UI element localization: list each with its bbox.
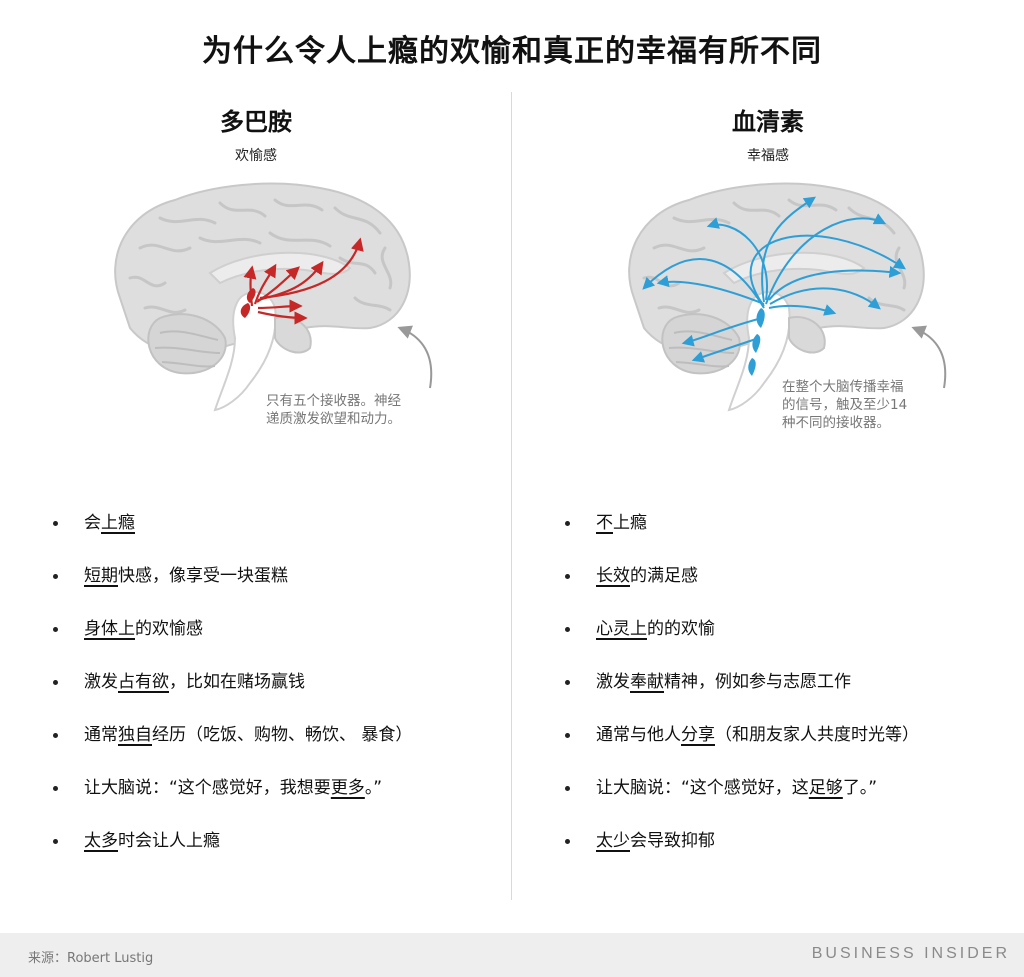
item-emphasis: 奉献	[630, 672, 664, 692]
bullet	[53, 680, 58, 685]
bullet	[53, 627, 58, 632]
brain-shape	[628, 182, 925, 412]
item-text: 了。”	[842, 778, 878, 798]
serotonin-column: 血清素 幸福感	[512, 0, 1024, 930]
dopamine-note: 只有五个接收器。神经 递质激发欲望和动力。	[266, 392, 401, 428]
bullet	[565, 521, 570, 526]
list-item: 让大脑说：“这个感觉好，我想要更多。”	[50, 773, 412, 826]
item-emphasis: 不	[596, 513, 613, 533]
dopamine-list: 会上瘾 短期快感，像享受一块蛋糕 身体上的欢愉感 激发占有欲，比如在赌场赢钱 通…	[50, 508, 412, 879]
list-item: 太少会导致抑郁	[562, 826, 919, 879]
item-emphasis: 上瘾	[101, 513, 135, 533]
bullet	[53, 733, 58, 738]
column-divider	[511, 92, 512, 900]
item-emphasis: 身体上	[84, 619, 135, 639]
item-text: 激发	[596, 672, 630, 692]
list-item: 让大脑说：“这个感觉好，这足够了。”	[562, 773, 919, 826]
list-item: 身体上的欢愉感	[50, 614, 412, 667]
item-emphasis: 分享	[681, 725, 715, 745]
bullet	[53, 574, 58, 579]
item-emphasis: 占有欲	[118, 672, 169, 692]
dopamine-subheading: 欢愉感	[235, 148, 277, 164]
dopamine-heading: 多巴胺	[220, 108, 292, 136]
brain-shape	[114, 182, 411, 412]
item-emphasis: 更多	[330, 778, 365, 798]
note-line: 只有五个接收器。神经	[266, 393, 401, 409]
item-text: ，比如在赌场赢钱	[169, 672, 305, 692]
serotonin-brain-illustration	[628, 182, 947, 412]
brand-logo: BUSINESS INSIDER	[811, 945, 1010, 962]
serotonin-list: 不上瘾 长效的满足感 心灵上的的欢愉 激发奉献精神，例如参与志愿工作 通常与他人…	[562, 508, 919, 879]
list-item: 不上瘾	[562, 508, 919, 561]
bullet	[565, 733, 570, 738]
bullet	[565, 574, 570, 579]
bullet	[565, 786, 570, 791]
item-emphasis: 太多	[84, 831, 118, 851]
list-item: 激发占有欲，比如在赌场赢钱	[50, 667, 412, 720]
callout-arrow	[911, 325, 947, 389]
list-item: 长效的满足感	[562, 561, 919, 614]
source-credit: 来源：Robert Lustig	[28, 951, 154, 966]
item-text: 会导致抑郁	[630, 831, 715, 851]
list-item: 通常独自经历（吃饭、购物、畅饮、 暴食）	[50, 720, 412, 773]
item-emphasis: 太少	[596, 831, 630, 851]
dopamine-brain-illustration	[114, 182, 433, 412]
serotonin-heading: 血清素	[732, 108, 804, 136]
note-line: 递质激发欲望和动力。	[266, 411, 401, 427]
item-text: 会	[84, 513, 101, 533]
dopamine-column: 多巴胺 欢愉感	[0, 0, 512, 930]
list-item: 短期快感，像享受一块蛋糕	[50, 561, 412, 614]
item-text: 激发	[84, 672, 118, 692]
bullet	[565, 627, 570, 632]
item-text: 让大脑说：“这个感觉好，这	[596, 778, 809, 798]
bullet	[53, 786, 58, 791]
item-text: 时会让人上瘾	[118, 831, 220, 851]
list-item: 太多时会让人上瘾	[50, 826, 412, 879]
item-emphasis: 心灵上	[596, 619, 647, 639]
item-text: 。”	[364, 778, 383, 798]
item-text: 上瘾	[613, 513, 647, 533]
bullet	[53, 521, 58, 526]
item-text: 经历（吃饭、购物、畅饮、 暴食）	[152, 725, 413, 745]
item-text: 通常与他人	[596, 725, 681, 745]
item-text: 的欢愉感	[135, 619, 203, 639]
item-emphasis: 短期	[84, 566, 118, 586]
note-line: 种不同的接收器。	[782, 415, 890, 431]
item-emphasis: 独自	[118, 725, 152, 745]
callout-arrow	[397, 325, 433, 389]
serotonin-subheading: 幸福感	[747, 148, 789, 164]
item-emphasis: 足够	[808, 778, 843, 798]
item-text: 让大脑说：“这个感觉好，我想要	[84, 778, 331, 798]
bullet	[565, 680, 570, 685]
page-title: 为什么令人上瘾的欢愉和真正的幸福有所不同	[202, 34, 822, 69]
item-text: 快感，像享受一块蛋糕	[118, 566, 288, 586]
note-line: 在整个大脑传播幸福	[782, 379, 904, 395]
footer-bar: 来源：Robert Lustig BUSINESS INSIDER	[0, 933, 1024, 977]
list-item: 会上瘾	[50, 508, 412, 561]
note-line: 的信号，触及至少14	[782, 397, 908, 413]
list-item: 心灵上的的欢愉	[562, 614, 919, 667]
serotonin-pathways	[642, 196, 906, 376]
item-emphasis: 长效	[596, 566, 630, 586]
list-item: 激发奉献精神，例如参与志愿工作	[562, 667, 919, 720]
dopamine-pathways	[240, 237, 364, 325]
bullet	[53, 839, 58, 844]
item-text: 通常	[84, 725, 118, 745]
item-text: 的满足感	[630, 566, 698, 586]
item-text: 精神，例如参与志愿工作	[664, 672, 851, 692]
item-text: （和朋友家人共度时光等）	[715, 725, 919, 745]
serotonin-note: 在整个大脑传播幸福 的信号，触及至少14 种不同的接收器。	[782, 378, 907, 432]
bullet	[565, 839, 570, 844]
item-text: 的的欢愉	[647, 619, 715, 639]
list-item: 通常与他人分享（和朋友家人共度时光等）	[562, 720, 919, 773]
